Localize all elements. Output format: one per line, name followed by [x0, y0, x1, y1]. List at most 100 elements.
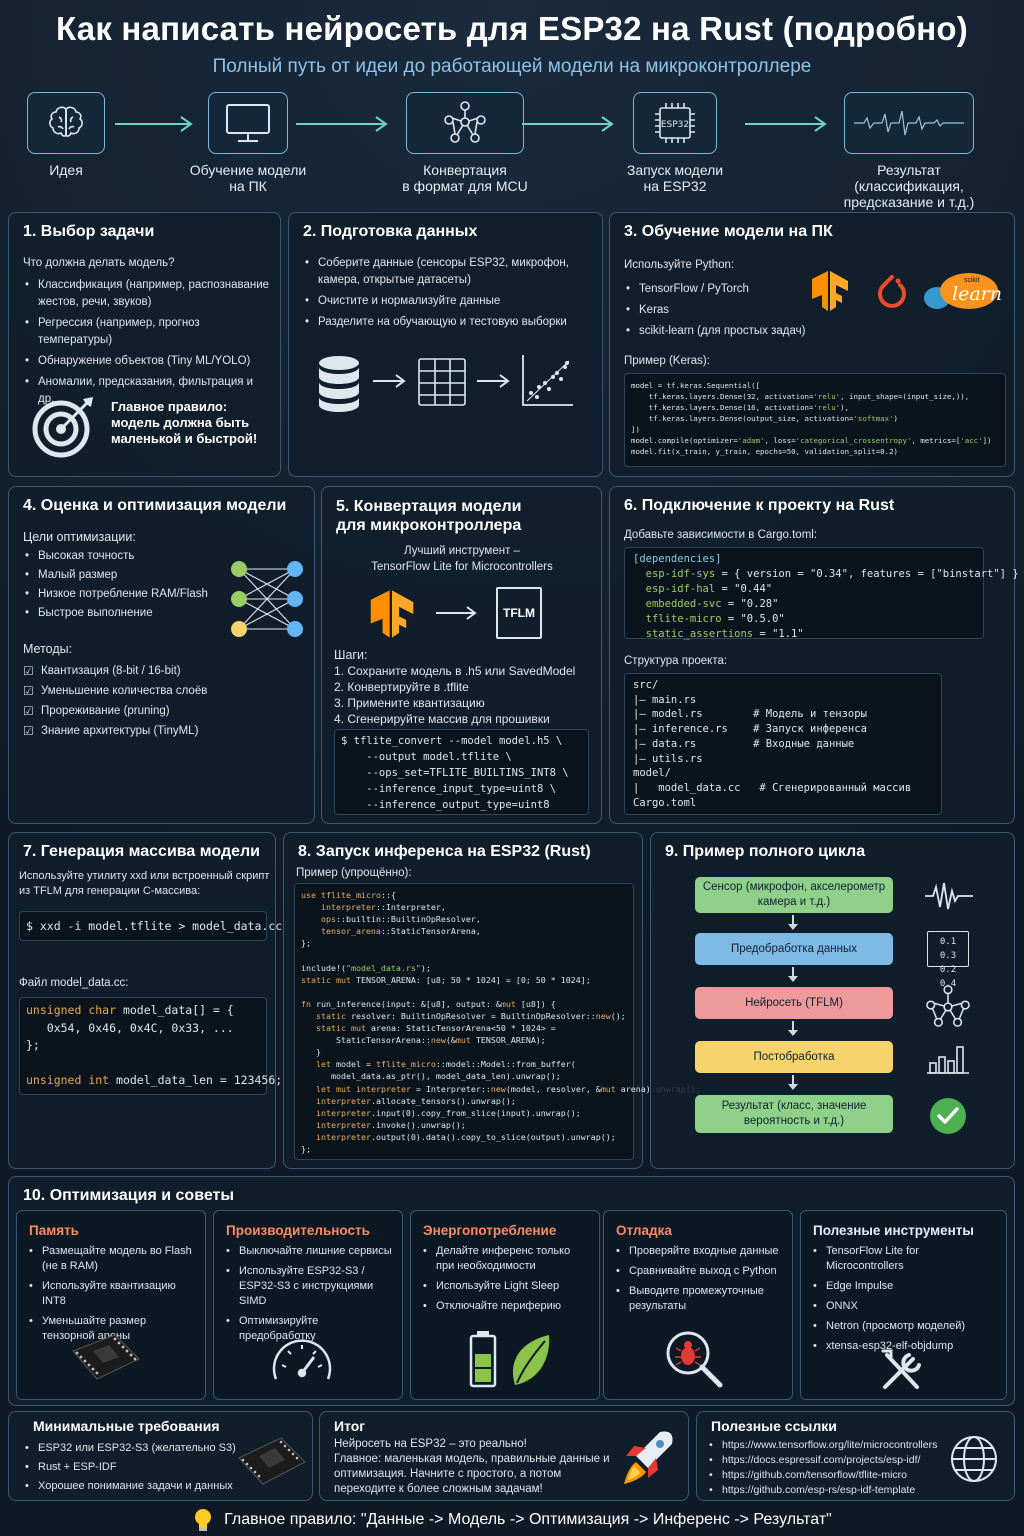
tips-title: Отладка: [616, 1223, 672, 1238]
list-item: Малый размер: [25, 566, 314, 585]
footer-rule: Главное правило: "Данные -> Модель -> Оп…: [0, 1508, 1024, 1532]
list-item: Соберите данные (сенсоры ESP32, микрофон…: [305, 255, 590, 289]
scatter-plot-icon: [522, 355, 573, 406]
waveform-icon: [925, 882, 973, 910]
pipeline-step-idea: [27, 92, 105, 154]
section-requirements: Минимальные требования ESP32 или ESP32-S…: [8, 1411, 313, 1501]
section-title: 3. Обучение модели на ПК: [624, 223, 833, 240]
pipeline-label-run: Запуск модели на ESP32: [626, 162, 724, 194]
link-esp-idf[interactable]: https://docs.espressif.com/projects/esp-…: [709, 1453, 959, 1468]
table-icon: [418, 358, 466, 406]
list-item: Уменьшение количества слоёв: [23, 681, 314, 701]
list-item: Хорошее понимание задачи и данных: [25, 1477, 245, 1496]
arrow-right-icon: [436, 606, 477, 620]
section-training: 3. Обучение модели на ПК Используйте Pyt…: [609, 212, 1015, 477]
training-intro: Используйте Python:: [624, 259, 735, 271]
link-esp-idf-template[interactable]: https://github.com/esp-rs/esp-idf-templa…: [709, 1483, 959, 1498]
section-title: 6. Подключение к проекту на Rust: [624, 497, 895, 514]
neural-net-icon: [231, 561, 303, 637]
list-item: Быстрое выполнение: [25, 604, 314, 623]
waveform-icon: [854, 110, 964, 136]
goals-label: Цели оптимизации:: [23, 530, 136, 544]
speedometer-icon: [272, 1339, 332, 1380]
pipeline-step-result: [844, 92, 974, 154]
list-item: scikit-learn (для простых задач): [626, 321, 1014, 342]
pipeline-step-train: [208, 92, 288, 154]
structure-label: Структура проекта:: [624, 655, 728, 667]
database-icon: [319, 356, 359, 412]
arrow-right-icon: [373, 374, 406, 388]
check-icon: [930, 1098, 966, 1134]
list-item: 2. Конвертируйте в .tflite: [334, 680, 469, 694]
list-item: Низкое потребление RAM/Flash: [25, 585, 314, 604]
tips-debug: Отладка Проверяйте входные данные Сравни…: [603, 1210, 793, 1400]
list-item: Размещайте модель во Flash (не в RAM): [29, 1244, 197, 1274]
inference-code-block: use tflite_micro::{ interpreter::Interpr…: [294, 883, 701, 1160]
example-label: Пример (Keras):: [624, 355, 710, 367]
list-item: TensorFlow Lite for Microcontrollers: [813, 1244, 998, 1274]
tips-title: Память: [29, 1223, 79, 1238]
tools-icon: [881, 1349, 921, 1389]
section-title: 4. Оценка и оптимизация модели: [23, 497, 287, 514]
cargo-toml-block: [dependencies] esp-idf-sys = { version =…: [624, 547, 1019, 640]
list-item: Обнаружение объектов (Tiny ML/YOLO): [25, 353, 270, 370]
tflm-file-icon: TFLM: [496, 587, 542, 639]
bug-search-icon: [666, 1331, 723, 1388]
link-tflite-micro[interactable]: https://github.com/tensorflow/tflite-mic…: [709, 1468, 959, 1483]
task-rule: Главное правило: модель должна быть мале…: [111, 399, 258, 446]
section-title: 2. Подготовка данных: [303, 223, 478, 240]
list-item: Проверяйте входные данные: [616, 1244, 784, 1259]
arrow-right-icon: [296, 116, 388, 132]
page-title: Как написать нейросеть для ESP32 на Rust…: [56, 10, 968, 47]
list-item: Делайте инференс только при необходимост…: [423, 1244, 591, 1274]
tensorflow-logo-icon: [812, 271, 848, 311]
deps-label: Добавьте зависимости в Cargo.toml:: [624, 529, 818, 541]
list-item: 4. Сгенерируйте массив для прошивки: [334, 712, 550, 726]
flow-step-result: Результат (класс, значение вероятность и…: [695, 1095, 893, 1133]
battery-leaf-icon: [469, 1331, 550, 1388]
flow-step-sensor: Сенсор (микрофон, акселерометр камера и …: [695, 877, 893, 913]
tips-title: Энергопотребление: [423, 1223, 557, 1238]
flow-step-postprocess: Постобработка: [695, 1041, 893, 1073]
tips-performance: Производительность Выключайте лишние сер…: [213, 1210, 403, 1400]
section-title: 8. Запуск инференса на ESP32 (Rust): [298, 843, 591, 860]
list-item: TensorFlow / PyTorch: [626, 279, 1014, 300]
chip-icon: ESP32: [655, 103, 695, 143]
list-item: Очистите и нормализуйте данные: [305, 293, 590, 310]
list-item: Используйте ESP32-S3 / ESP32-S3 с инстру…: [226, 1264, 394, 1309]
list-item: Аномалии, предсказания, фильтрация и др.: [25, 374, 270, 408]
tips-tools: Полезные инструменты TensorFlow Lite for…: [800, 1210, 1007, 1400]
tips-energy: Энергопотребление Делайте инференс тольк…: [410, 1210, 600, 1400]
list-item: ESP32 или ESP32-S3 (желательно S3): [25, 1439, 245, 1458]
flow-step-preprocess: Предобработка данных: [695, 933, 893, 965]
svg-text:ESP32: ESP32: [661, 120, 689, 130]
list-item: Используйте квантизацию INT8: [29, 1279, 197, 1309]
list-item: Netron (просмотр моделей): [813, 1319, 998, 1334]
brain-icon: [49, 106, 83, 137]
pipeline-step-run: ESP32: [633, 92, 717, 154]
section-array-gen: 7. Генерация массива модели Используйте …: [8, 832, 282, 1169]
list-item: Оптимизируйте предобработку: [226, 1314, 394, 1344]
list-item: Отключайте периферию: [423, 1299, 591, 1314]
section-task-choice: 1. Выбор задачи Что должна делать модель…: [8, 212, 281, 477]
list-item: Высокая точность: [25, 547, 314, 566]
list-item: Сравнивайте выход с Python: [616, 1264, 784, 1279]
list-item: Edge Impulse: [813, 1279, 998, 1294]
tips-memory: Память Размещайте модель во Flash (не в …: [16, 1210, 206, 1400]
list-item: Rust + ESP-IDF: [25, 1458, 245, 1477]
xxd-command: $ xxd -i model.tflite > model_data.cc: [19, 911, 282, 941]
list-item: Выключайте лишние сервисы: [226, 1244, 394, 1259]
link-tflm[interactable]: https://www.tensorflow.org/lite/microcon…: [709, 1438, 959, 1453]
bar-chart-icon: [927, 1046, 969, 1074]
tensorflow-logo-icon: [370, 590, 414, 638]
section-title: 1. Выбор задачи: [23, 223, 155, 240]
section-full-cycle: 9. Пример полного цикла Сенсор (микрофон…: [650, 832, 1015, 1169]
sklearn-logo-icon: scikit learn: [924, 273, 1004, 313]
pipeline-label-result: Результат (классификация, предсказание и…: [843, 162, 975, 210]
target-icon: [32, 397, 93, 458]
section-title: 10. Оптимизация и советы: [23, 1187, 234, 1204]
pipeline-label-idea: Идея: [49, 162, 83, 178]
list-item: Keras: [626, 300, 1014, 321]
